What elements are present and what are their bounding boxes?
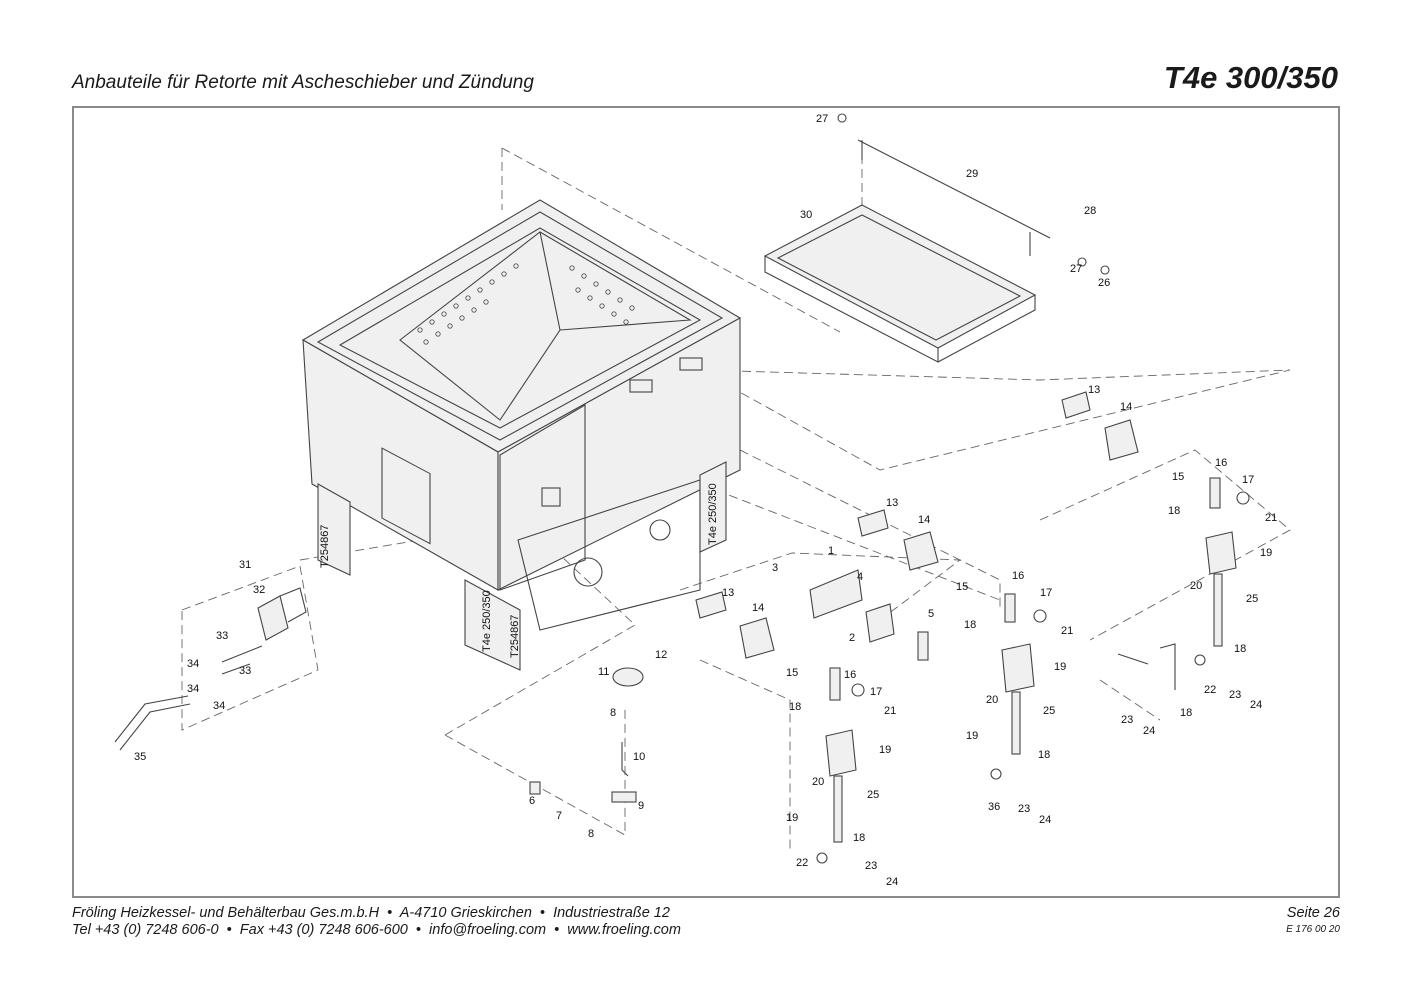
- callout-15-b: 15: [956, 581, 968, 593]
- stamp-label-front-2: T254867: [509, 615, 521, 658]
- callout-16-b: 16: [1012, 570, 1024, 582]
- callout-17-a: 17: [1242, 474, 1254, 486]
- callout-25-b: 25: [1043, 705, 1055, 717]
- footer-company-address: Fröling Heizkessel- und Behälterbau Ges.…: [72, 905, 670, 921]
- callout-12: 12: [655, 649, 667, 661]
- bracket-parts: [695, 391, 1139, 661]
- callout-30: 30: [800, 209, 812, 221]
- callout-23-d: 23: [1018, 803, 1030, 815]
- callout-35: 35: [134, 751, 146, 763]
- callout-25-c: 25: [867, 789, 879, 801]
- callout-23-a: 23: [1229, 689, 1241, 701]
- callout-21-c: 21: [884, 705, 896, 717]
- callout-18-a: 18: [1168, 505, 1180, 517]
- stamp-label-front: T4e 250/350: [481, 590, 493, 652]
- callout-8-a: 8: [610, 707, 616, 719]
- footer-contact: Tel +43 (0) 7248 606-0 • Fax +43 (0) 724…: [72, 922, 681, 938]
- callout-2: 2: [849, 632, 855, 644]
- callout-14-a: 14: [1120, 401, 1132, 413]
- callout-24-a: 24: [1250, 699, 1262, 711]
- callout-33-a: 33: [216, 630, 228, 642]
- callout-28: 28: [1084, 205, 1096, 217]
- callout-9: 9: [638, 800, 644, 812]
- callout-34-a: 34: [187, 658, 199, 670]
- callout-18-d: 18: [1180, 707, 1192, 719]
- callout-16-c: 16: [844, 669, 856, 681]
- callout-13-c: 13: [722, 587, 734, 599]
- callout-19-c: 19: [879, 744, 891, 756]
- callout-7: 7: [556, 810, 562, 822]
- callout-29: 29: [966, 168, 978, 180]
- callout-26: 26: [1098, 277, 1110, 289]
- callout-31: 31: [239, 559, 251, 571]
- callout-24-b: 24: [1143, 725, 1155, 737]
- callout-22-a: 22: [1204, 684, 1216, 696]
- callout-4: 4: [857, 571, 863, 583]
- stamp-label-left: T254867: [319, 525, 331, 568]
- callout-20-a: 20: [1190, 580, 1202, 592]
- callout-27-b: 27: [1070, 263, 1082, 275]
- callout-20-c: 20: [812, 776, 824, 788]
- callout-1: 1: [828, 545, 834, 557]
- page-number: Seite 26: [1286, 905, 1340, 921]
- callout-5: 5: [928, 608, 934, 620]
- drawing-frame: [72, 106, 1340, 898]
- callout-18-g: 18: [1038, 749, 1050, 761]
- callout-24-c: 24: [886, 876, 898, 888]
- callout-15-c: 15: [786, 667, 798, 679]
- callout-21-b: 21: [1061, 625, 1073, 637]
- callout-23-c: 23: [865, 860, 877, 872]
- assembly-guides: [181, 147, 1291, 850]
- callout-24-d: 24: [1039, 814, 1051, 826]
- actuators: [816, 477, 1250, 864]
- callout-22-b: 22: [796, 857, 808, 869]
- callout-11: 11: [598, 666, 609, 678]
- callout-25-a: 25: [1246, 593, 1258, 605]
- retort-housing: T254867 T4e 250/350 T254867 T4e 250/350: [301, 199, 742, 671]
- callout-19-a: 19: [1260, 547, 1272, 559]
- callout-21-a: 21: [1265, 512, 1277, 524]
- callout-23-b: 23: [1121, 714, 1133, 726]
- callout-18-e: 18: [789, 701, 801, 713]
- callout-19-b: 19: [1054, 661, 1066, 673]
- callout-33-b: 33: [239, 665, 251, 677]
- callout-17-b: 17: [1040, 587, 1052, 599]
- callout-18-f: 18: [853, 832, 865, 844]
- callout-20-b: 20: [986, 694, 998, 706]
- callout-27: 27: [816, 113, 828, 125]
- callout-18-c: 18: [1234, 643, 1246, 655]
- callout-34-c: 34: [213, 700, 225, 712]
- callout-17-c: 17: [870, 686, 882, 698]
- callout-10: 10: [633, 751, 645, 763]
- document-code: E 176 00 20: [1286, 924, 1340, 935]
- callout-36: 36: [988, 801, 1000, 813]
- callout-14-c: 14: [752, 602, 764, 614]
- page-title: Anbauteile für Retorte mit Ascheschieber…: [72, 72, 534, 93]
- callout-numbers: 27 29 30 28 27 26 13 14 15 16 17 18 21 1…: [134, 113, 1277, 888]
- callout-18-b: 18: [964, 619, 976, 631]
- callout-13-a: 13: [1088, 384, 1100, 396]
- callout-16-a: 16: [1215, 457, 1227, 469]
- model-title: T4e 300/350: [1163, 60, 1338, 95]
- callout-13-b: 13: [886, 497, 898, 509]
- ignition-parts: [114, 587, 644, 803]
- callout-34-b: 34: [187, 683, 199, 695]
- callout-19-d: 19: [786, 812, 798, 824]
- perforation-holes: [417, 263, 635, 345]
- ash-slide-assembly: [763, 113, 1110, 363]
- stamp-label-right: T4e 250/350: [707, 483, 719, 545]
- callout-14-b: 14: [918, 514, 930, 526]
- callout-32: 32: [253, 584, 265, 596]
- callout-6: 6: [529, 795, 535, 807]
- callout-3: 3: [772, 562, 778, 574]
- callout-8-b: 8: [588, 828, 594, 840]
- callout-19-e: 19: [966, 730, 978, 742]
- callout-15-a: 15: [1172, 471, 1184, 483]
